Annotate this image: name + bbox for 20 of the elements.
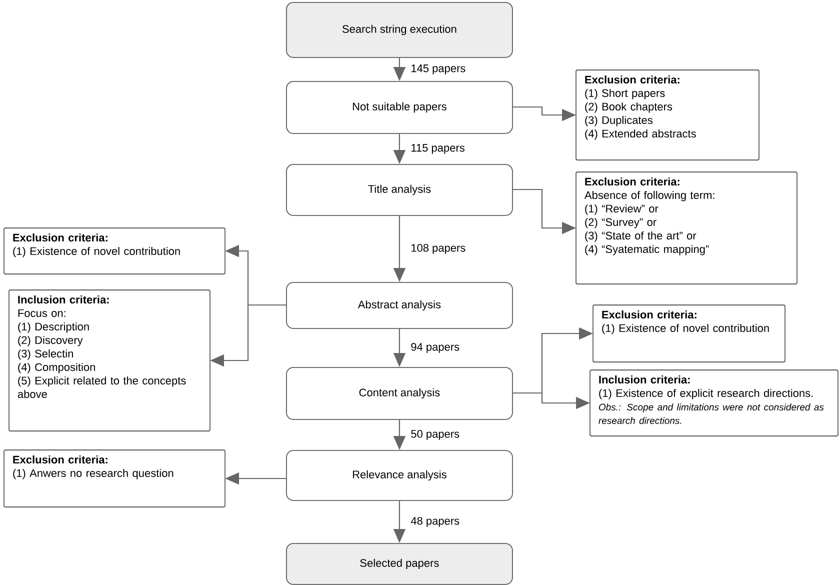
edge-label: 48 papers — [410, 516, 461, 528]
process-box: Not suitable papers — [286, 81, 513, 134]
edge-label: 108 papers — [410, 242, 467, 255]
criteria-box: Exclusion criteria: (1) Existence of novel contribution — [592, 304, 786, 362]
process-box: Content analysis — [286, 367, 513, 420]
edge-label: 50 papers — [410, 428, 461, 441]
terminal-box: Selected papers — [286, 543, 513, 585]
process-box: Title analysis — [286, 164, 513, 216]
criteria-box: Exclusion criteria: Absence of following term: (1) “Review” or (2) “Survey” or (3) “State of the art” or (4) “Syatematic mapping” — [576, 172, 798, 284]
process-box: Relevance analysis — [286, 450, 513, 501]
edge-label: 94 papers — [410, 342, 461, 354]
criteria-box: Exclusion criteria: (1) Short papers (2) Book chapters (3) Duplicates (4) Extended abstracts — [576, 70, 760, 160]
process-box: Abstract analysis — [286, 282, 513, 329]
terminal-box: Search string execution — [286, 2, 513, 58]
edge-label: 115 papers — [410, 143, 466, 155]
criteria-box: Inclusion criteria: (1) Existence of explicit research directions. Obs.: Scope and limitations were not considered as research directions. — [590, 370, 838, 436]
edge-label: 145 papers — [410, 64, 467, 76]
criteria-box: Exclusion criteria: (1) Existence of novel contribution — [4, 228, 226, 274]
criteria-box: Exclusion criteria: (1) Anwers no research question — [4, 450, 226, 508]
criteria-box: Inclusion criteria: Focus on: (1) Description (2) Discovery (3) Selectin (4) Composition (5) Explicit related to the concepts above — [8, 290, 210, 432]
